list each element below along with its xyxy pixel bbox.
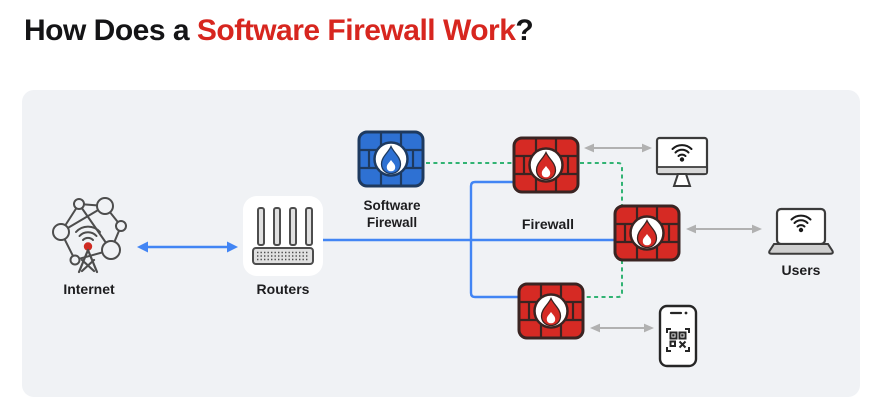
firewall-bottom-node xyxy=(517,282,585,345)
title-suffix: ? xyxy=(515,14,534,47)
firewall-icon-middle xyxy=(613,204,681,262)
phone-node xyxy=(658,304,698,373)
desktop-monitor-wifi-icon xyxy=(655,136,709,187)
tower-red-dot xyxy=(83,242,93,251)
internet-node xyxy=(51,194,127,280)
title-highlight: Software Firewall Work xyxy=(196,14,516,47)
monitor-node xyxy=(654,136,710,197)
internet-label: Internet xyxy=(63,281,115,297)
radio-tower xyxy=(77,248,99,274)
firewall-icon-top xyxy=(512,136,580,194)
qr-code-icon xyxy=(666,328,690,352)
firewall-middle-node xyxy=(613,204,681,267)
signal-arcs xyxy=(75,225,101,241)
network-globe-with-radio-tower-icon xyxy=(52,197,127,274)
firewall-icon-bottom xyxy=(517,282,585,340)
software-firewall-node xyxy=(357,130,425,193)
users-label: Users xyxy=(781,262,821,278)
diagram-canvas xyxy=(22,90,860,397)
firewall-top-node xyxy=(512,136,580,199)
routers-label: Routers xyxy=(256,281,310,297)
smartphone-qr-code-icon xyxy=(658,304,698,368)
laptop-node xyxy=(767,207,835,262)
laptop-wifi-icon xyxy=(768,207,834,255)
page-title: How Does a Software Firewall Work? xyxy=(24,14,534,48)
firewall-label: Firewall xyxy=(521,216,575,232)
software-firewall-label: Software Firewall xyxy=(363,198,421,230)
wifi-icon xyxy=(671,144,693,157)
title-prefix: How Does a xyxy=(24,14,197,47)
router-card xyxy=(243,196,323,276)
wireless-router-icon xyxy=(252,207,314,265)
wifi-icon xyxy=(790,214,812,228)
software-firewall-icon xyxy=(357,130,425,188)
